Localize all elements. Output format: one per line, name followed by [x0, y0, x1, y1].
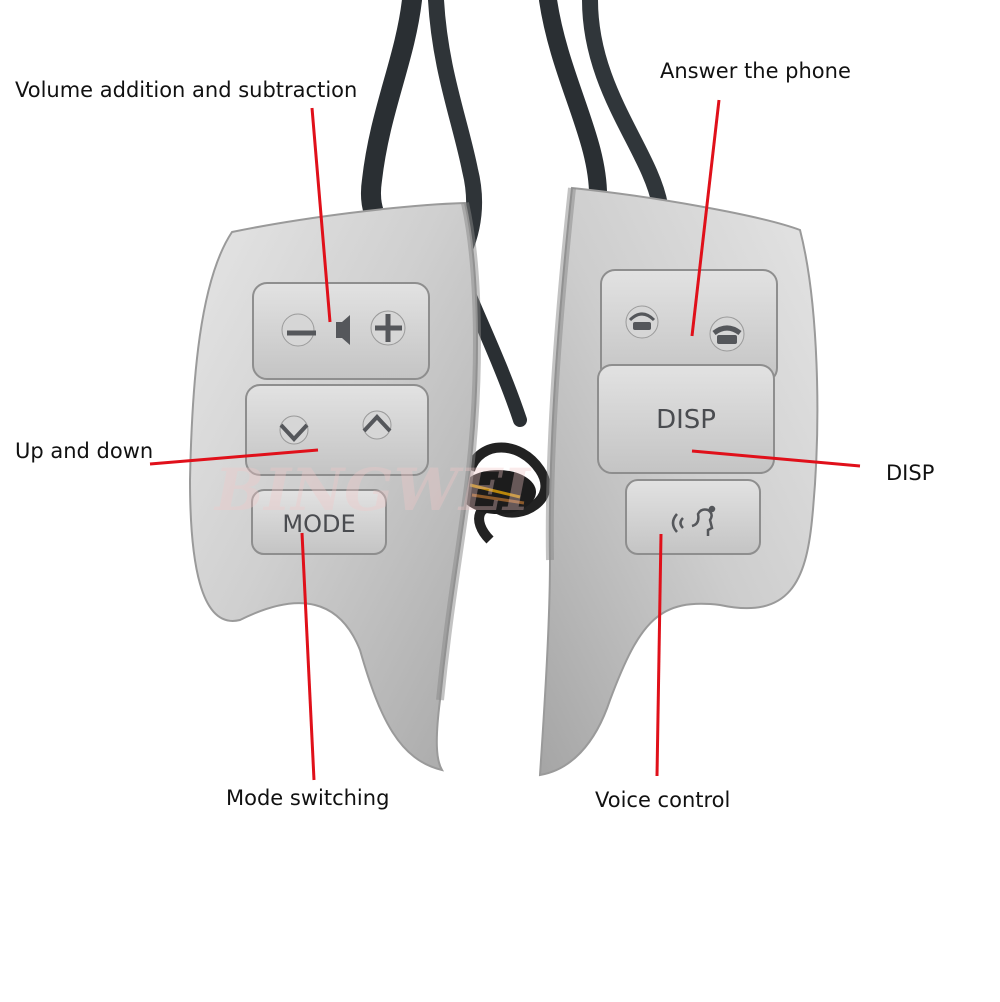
- callout-answer-phone: Answer the phone: [660, 59, 851, 83]
- voice-control-button[interactable]: [625, 479, 761, 555]
- speaker-icon: [336, 315, 350, 345]
- phone-hangup-icon: [712, 325, 742, 344]
- callout-disp: DISP: [886, 461, 935, 485]
- callout-line-disp: [691, 449, 861, 468]
- disp-button[interactable]: DISP: [597, 364, 775, 474]
- callout-line-volume: [310, 107, 332, 323]
- callout-mode-switching: Mode switching: [226, 786, 390, 810]
- mode-button-label: MODE: [282, 510, 355, 538]
- volume-plus-icon: [375, 314, 402, 342]
- volume-rocker-button[interactable]: [252, 282, 430, 380]
- callout-line-answer: [690, 99, 721, 337]
- arrow-up-icon: [362, 414, 392, 433]
- callout-voice-control: Voice control: [595, 788, 731, 812]
- arrow-down-icon: [279, 423, 309, 442]
- callout-lines: [149, 99, 861, 781]
- phone-answer-icon: [628, 312, 656, 330]
- connector-wires: [460, 442, 551, 544]
- mode-button[interactable]: MODE: [251, 489, 387, 555]
- callout-volume: Volume addition and subtraction: [15, 78, 358, 102]
- disp-button-label: DISP: [656, 405, 716, 435]
- callout-line-voice: [655, 533, 663, 777]
- voice-icon: [671, 505, 716, 536]
- callout-line-mode: [300, 532, 316, 781]
- callout-line-updown: [149, 448, 319, 466]
- callout-up-down: Up and down: [15, 439, 154, 463]
- watermark: BINGWEI: [213, 456, 532, 524]
